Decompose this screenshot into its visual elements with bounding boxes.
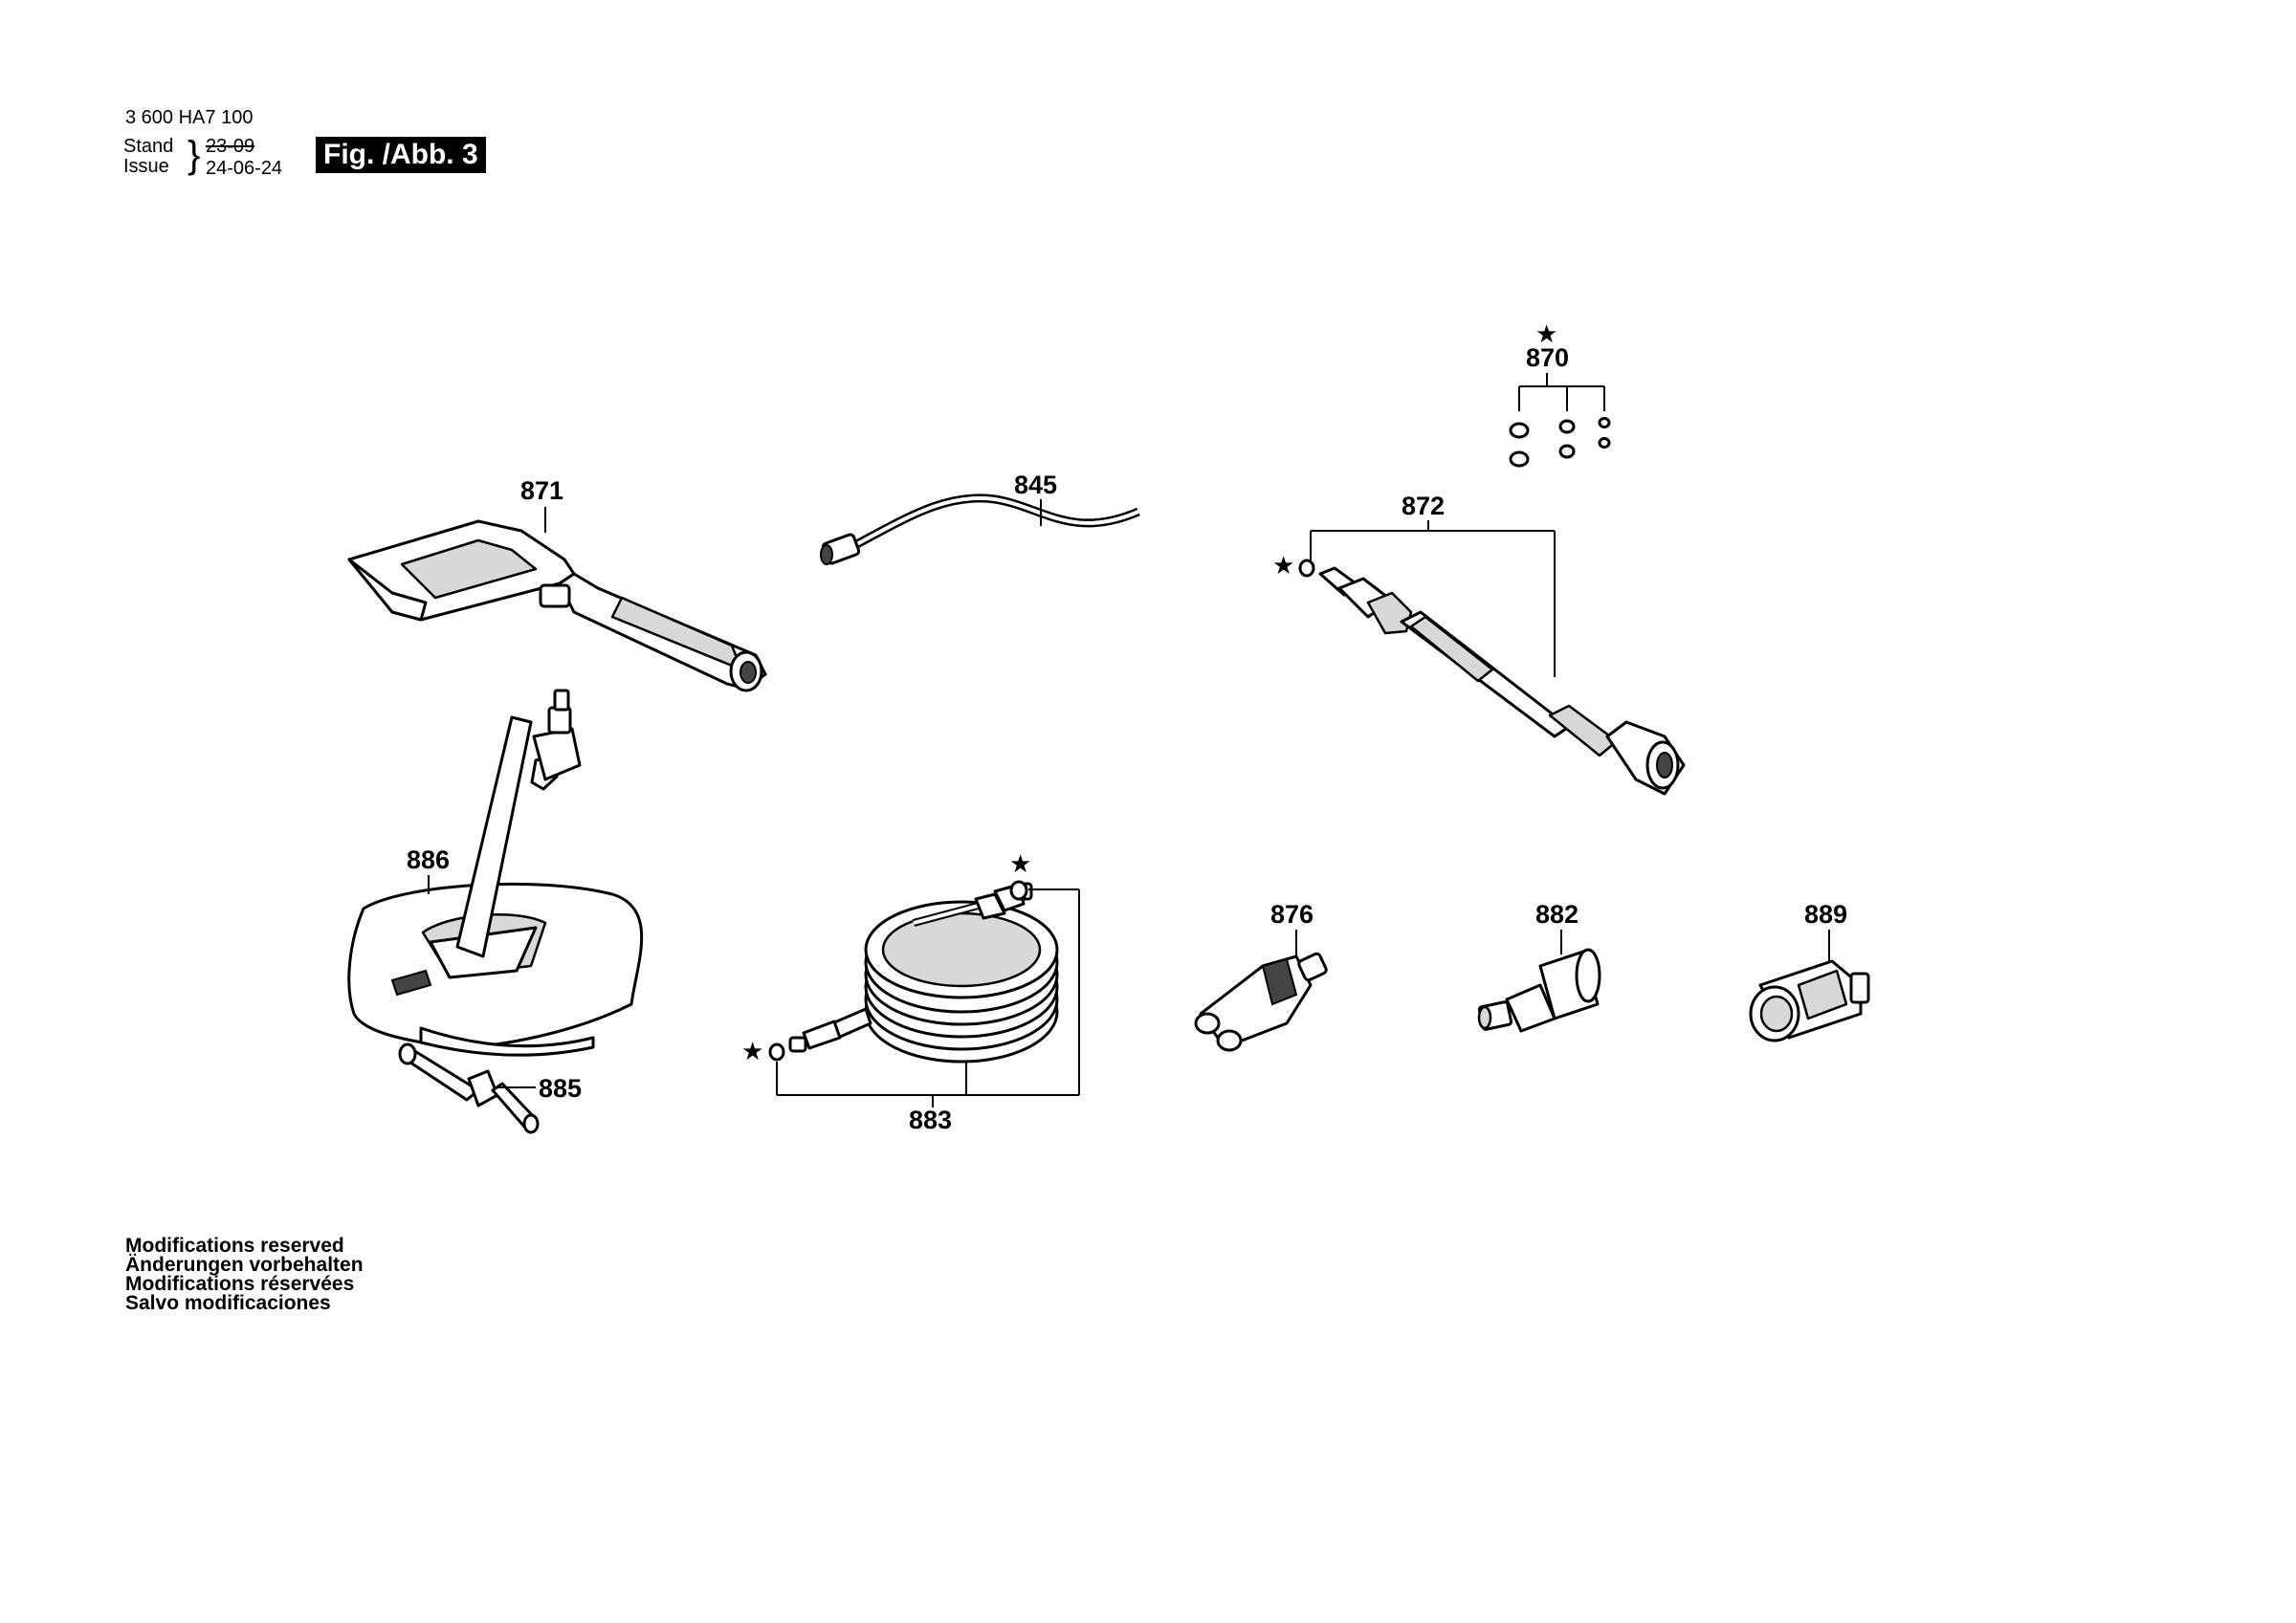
- label-870: 870: [1526, 343, 1569, 372]
- brace-icon: }: [188, 134, 201, 176]
- seal-ring-883-bottom[interactable]: [768, 1042, 785, 1062]
- footer-line-es: Salvo modificaciones: [125, 1292, 331, 1314]
- star-883-top: ★: [1009, 850, 1031, 879]
- part-883-hose-coil[interactable]: [788, 882, 1059, 1064]
- star-870: ★: [1535, 320, 1557, 349]
- part-871-spray-gun[interactable]: [347, 519, 767, 692]
- label-882: 882: [1535, 900, 1578, 929]
- footer-line-fr: Modifications réservées: [125, 1273, 355, 1295]
- leader-872: [1310, 520, 1556, 677]
- figure-label: Fig. /Abb. 3: [316, 137, 486, 173]
- label-872: 872: [1402, 492, 1445, 520]
- part-872-lance[interactable]: [1298, 559, 1686, 796]
- part-882-adapter[interactable]: [1477, 948, 1601, 1033]
- stand-date: 23-09: [206, 136, 255, 157]
- label-889: 889: [1804, 900, 1847, 929]
- footer-line-en: Modifications reserved: [125, 1235, 344, 1257]
- part-889-coupling[interactable]: [1749, 959, 1870, 1042]
- issue-label: Issue: [123, 156, 169, 177]
- leader-883: [776, 888, 1080, 1108]
- part-870-seal-rings[interactable]: [1509, 417, 1611, 468]
- issue-date: 24-06-24: [206, 158, 283, 179]
- part-876-rotary-nozzle[interactable]: [1194, 952, 1328, 1052]
- label-845: 845: [1014, 471, 1057, 499]
- doc-number: 3 600 HA7 100: [125, 107, 254, 128]
- part-845-hose[interactable]: [820, 493, 1140, 565]
- modifications-notice: Modifications reserved Änderungen vorbeh…: [125, 1235, 364, 1314]
- part-886-surface-cleaner[interactable]: [347, 689, 644, 1057]
- leader-870: [1518, 373, 1605, 411]
- label-886: 886: [407, 845, 450, 874]
- label-871: 871: [520, 476, 563, 505]
- stand-label: Stand: [123, 136, 174, 157]
- footer-line-de: Änderungen vorbehalten: [125, 1254, 364, 1276]
- star-883-bottom: ★: [741, 1038, 763, 1066]
- part-885-connector[interactable]: [398, 1042, 540, 1134]
- label-876: 876: [1270, 900, 1314, 929]
- label-885: 885: [539, 1074, 582, 1103]
- label-883: 883: [909, 1106, 952, 1134]
- star-872: ★: [1272, 552, 1294, 581]
- seal-ring-883-top[interactable]: [1009, 880, 1028, 901]
